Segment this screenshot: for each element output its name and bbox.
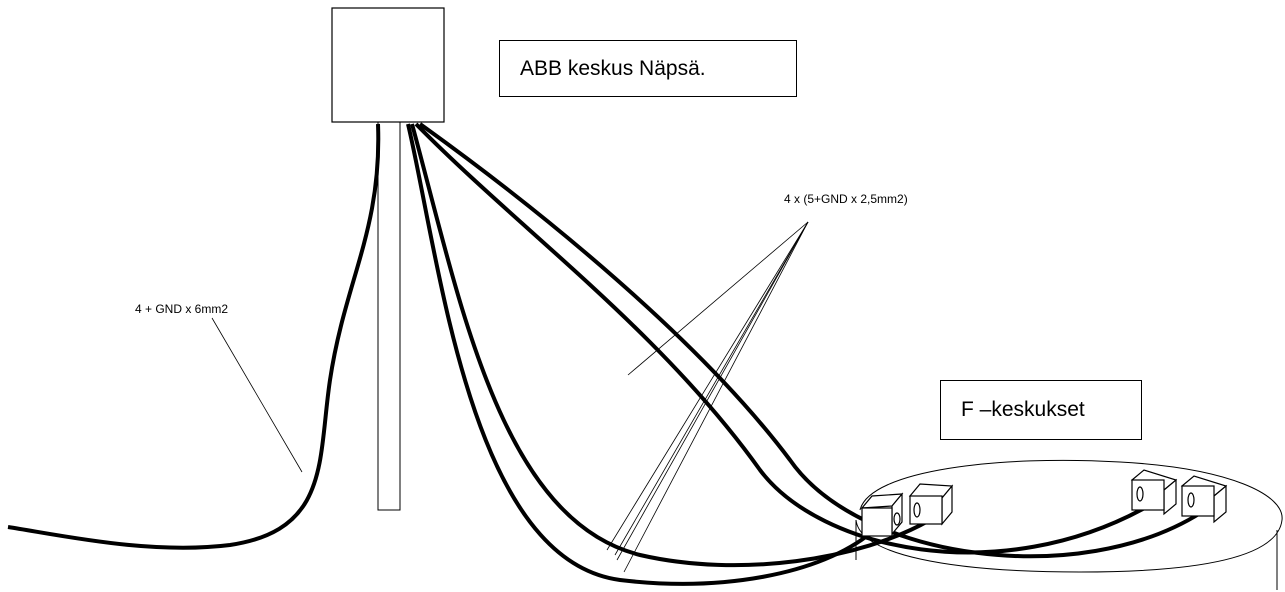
main-cable-callout: 4 + GND x 6mm2: [135, 302, 229, 316]
mast-pole: [377, 121, 401, 511]
abb-center-label: ABB keskus Näpsä.: [499, 40, 797, 97]
branch-cables: [406, 122, 1204, 586]
branch-cable-1: [406, 123, 874, 586]
branch-cable-3: [414, 122, 1151, 555]
f-centers-label: F –keskukset: [940, 380, 1142, 440]
callout-line-branch-5: [614, 221, 809, 556]
callout-line-branch-1: [627, 221, 809, 376]
callout-lines: [211, 221, 809, 573]
f-center-unit-1: [860, 492, 904, 537]
f-center-unit-4: [1180, 475, 1228, 524]
branch-cables-callout: 4 x (5+GND x 2,5mm2): [784, 192, 908, 206]
f-center-units: [860, 469, 1228, 537]
callout-line-branch-3: [616, 221, 809, 561]
branch-cable-2: [410, 123, 931, 568]
callout-line-branch-4: [623, 221, 809, 573]
main-supply-cable: [7, 123, 381, 550]
callout-line-main: [211, 317, 303, 473]
branch-cable-4: [418, 122, 1204, 559]
f-center-unit-3: [1130, 469, 1178, 516]
callout-line-branch-2: [606, 221, 809, 551]
f-centers-label-text: F –keskukset: [961, 398, 1085, 421]
abb-distribution-box: [331, 7, 445, 123]
f-center-unit-2: [908, 483, 954, 526]
abb-center-label-text: ABB keskus Näpsä.: [520, 56, 706, 80]
platform-ellipse: [855, 459, 1283, 573]
